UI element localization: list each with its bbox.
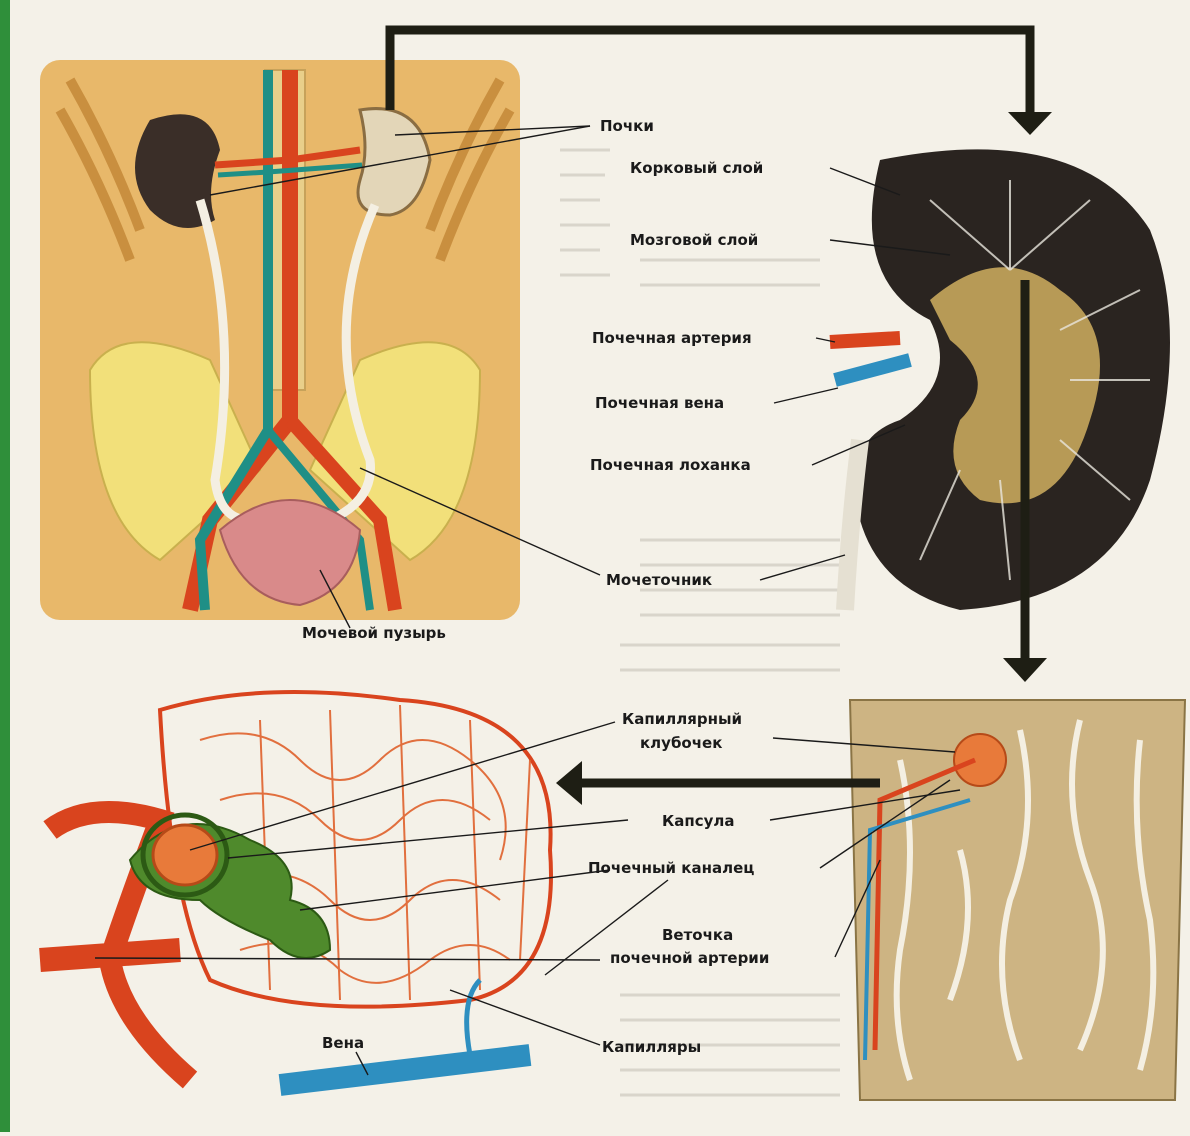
label-kidneys: Почки [600, 117, 654, 135]
label-glomerulus-line2: клубочек [640, 734, 722, 752]
glomerulus [153, 825, 217, 885]
urinary-system-figure [40, 60, 520, 620]
label-capsule: Капсула [662, 812, 735, 830]
label-renal-vein: Почечная вена [595, 394, 724, 412]
label-medulla: Мозговой слой [630, 231, 758, 249]
label-ureter: Мочеточник [606, 571, 712, 589]
label-artery-branch-line1: Веточка [662, 926, 733, 944]
label-cortex: Корковый слой [630, 159, 763, 177]
label-vein: Вена [322, 1034, 364, 1052]
label-renal-artery: Почечная артерия [592, 329, 752, 347]
label-artery-branch-line2: почечной артерии [610, 949, 769, 967]
label-renal-pelvis: Почечная лоханка [590, 456, 751, 474]
cortex-tissue-figure [850, 700, 1185, 1100]
label-bladder: Мочевой пузырь [302, 624, 446, 642]
label-tubule: Почечный каналец [588, 859, 754, 877]
label-glomerulus-line1: Капиллярный [622, 710, 742, 728]
renal-artery [830, 338, 900, 342]
label-capillaries: Капилляры [602, 1038, 701, 1056]
left-edge-bar [0, 0, 10, 1132]
glomerulus-small [954, 734, 1006, 786]
